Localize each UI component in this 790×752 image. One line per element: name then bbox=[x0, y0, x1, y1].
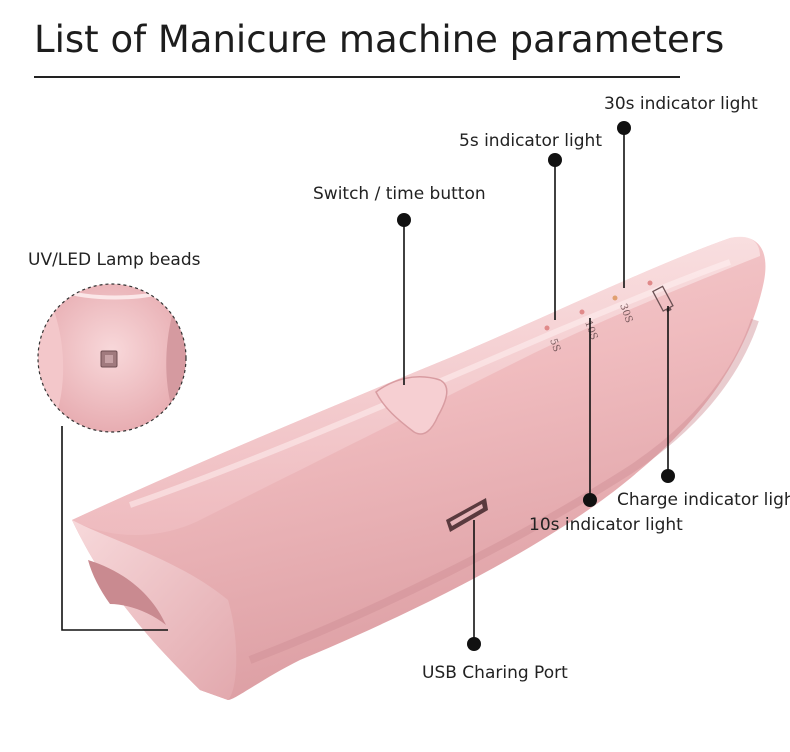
lamp-beads-zoom bbox=[37, 283, 187, 433]
indicator-30s-dot bbox=[612, 295, 618, 301]
indicator-5s-dot bbox=[544, 325, 550, 331]
callout-dots bbox=[397, 121, 675, 651]
label-switch-button: Switch / time button bbox=[313, 184, 486, 204]
page-title: List of Manicure machine parameters bbox=[34, 18, 725, 61]
label-lamp-beads: UV/LED Lamp beads bbox=[28, 250, 201, 270]
switch-button bbox=[375, 376, 448, 435]
title-underline bbox=[34, 76, 680, 78]
usb-port bbox=[446, 498, 488, 532]
label-5s-indicator: 5s indicator light bbox=[459, 131, 602, 151]
indicator-charge-dot bbox=[647, 280, 653, 286]
label-10s-indicator: 10s indicator light bbox=[529, 515, 683, 535]
label-usb-port: USB Charing Port bbox=[422, 663, 568, 683]
label-charge-indicator: Charge indicator light bbox=[617, 490, 790, 510]
label-30s-indicator: 30s indicator light bbox=[604, 94, 758, 114]
mark-5s: 5S bbox=[547, 337, 562, 353]
callout-lines bbox=[61, 130, 669, 644]
indicator-10s-dot bbox=[579, 309, 585, 315]
